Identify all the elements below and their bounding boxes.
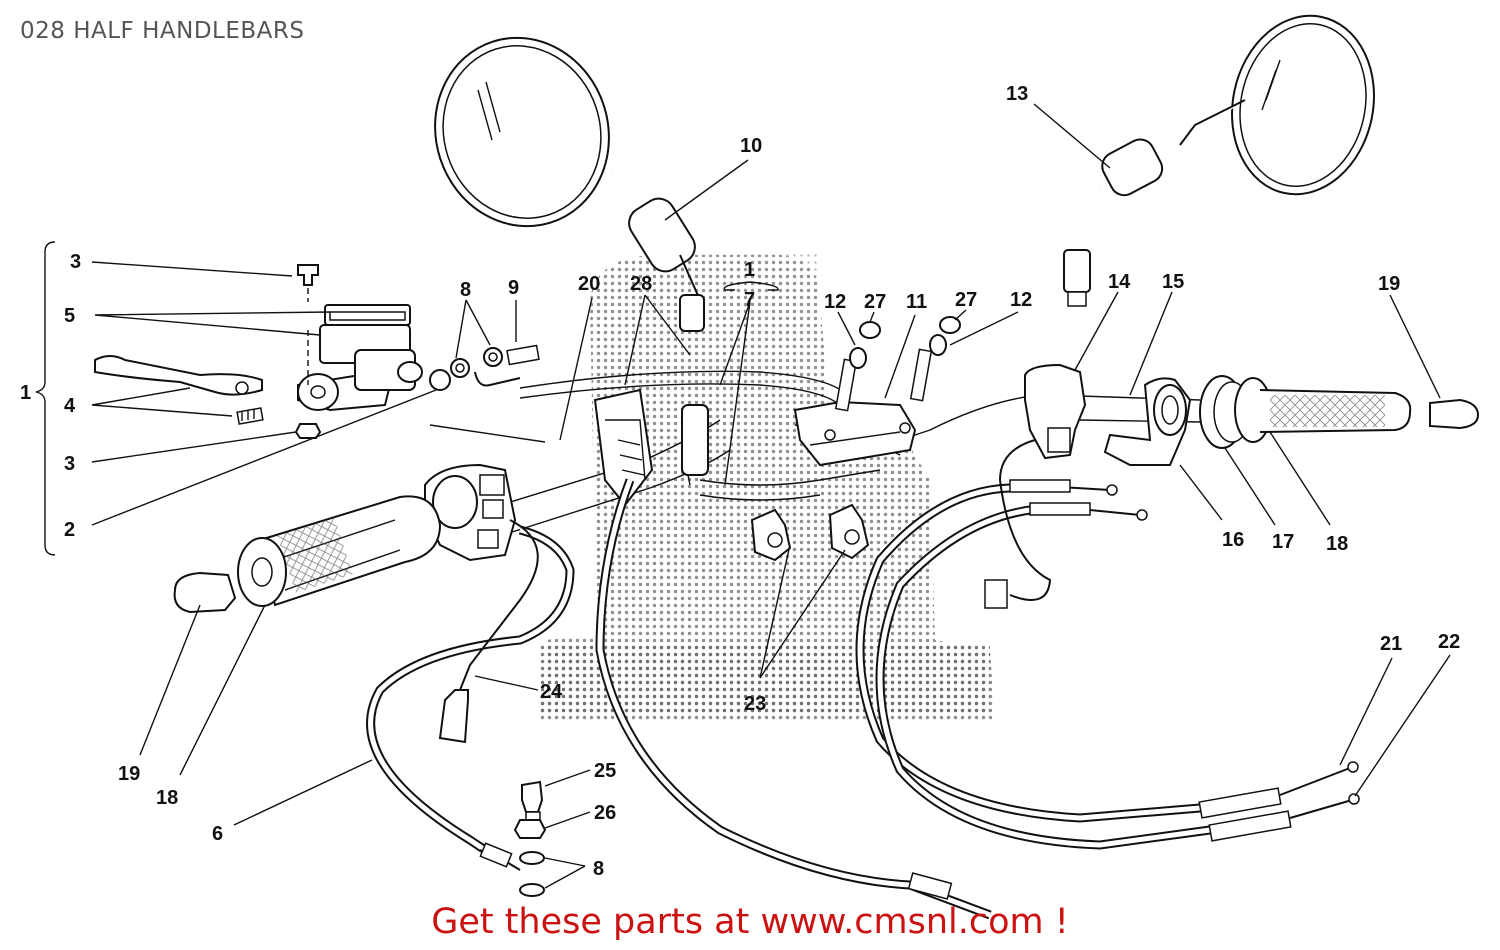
callout-label: 14 — [1108, 271, 1131, 293]
callout-label: 15 — [1162, 271, 1184, 293]
callout-label: 8 — [593, 858, 604, 880]
callout-label: 17 — [1272, 531, 1294, 553]
parts-link-banner[interactable]: Get these parts at www.cmsnl.com ! — [431, 902, 1069, 942]
callout-label: 18 — [156, 787, 178, 809]
cables — [366, 439, 1360, 920]
diagram-title: 028 HALF HANDLEBARS — [20, 18, 305, 44]
callout-label: 19 — [118, 763, 140, 785]
callout-label: 25 — [594, 760, 616, 782]
group-bracket — [35, 241, 56, 556]
callout-label: 1 — [744, 259, 755, 281]
callout-label: 10 — [740, 135, 762, 157]
callout-label: 3 — [64, 453, 75, 475]
callout-label: 21 — [1380, 633, 1402, 655]
callout-label: 23 — [744, 693, 766, 715]
callout-label: 12 — [824, 291, 846, 313]
callout-label: 5 — [64, 305, 75, 327]
callout-label: 4 — [64, 395, 76, 417]
brake-master-cylinder — [94, 264, 540, 439]
leader-lines — [91, 103, 1451, 889]
right-switch-throttle-grip — [1024, 363, 1480, 466]
callout-label: 7 — [744, 289, 755, 311]
callout-label: 22 — [1438, 631, 1460, 653]
callout-label: 8 — [460, 279, 471, 301]
callout-label: 28 — [630, 273, 652, 295]
callout-label: 27 — [955, 289, 977, 311]
callout-label: 13 — [1006, 83, 1028, 105]
left-mirror — [434, 36, 705, 332]
callout-label: 11 — [906, 291, 927, 313]
callout-label: 27 — [864, 291, 886, 313]
center-clamp — [793, 316, 961, 467]
callout-label: 24 — [540, 681, 563, 703]
callout-label: 3 — [70, 251, 81, 273]
left-bar-clamp — [593, 388, 709, 507]
callout-label: 19 — [1378, 273, 1400, 295]
callout-label: 2 — [64, 519, 75, 541]
callout-label: 1 — [20, 382, 31, 404]
callout-label: 26 — [594, 802, 616, 824]
callout-label: 12 — [1010, 289, 1032, 311]
callout-labels: 3 5 4 3 2 1 8 9 20 28 1 7 12 27 11 27 12… — [20, 83, 1460, 880]
callout-label: 6 — [212, 823, 223, 845]
callout-label: 18 — [1326, 533, 1348, 555]
bottom-fittings — [479, 780, 547, 897]
cable-clips — [750, 503, 870, 562]
right-mirror — [1063, 14, 1375, 307]
callout-label: 20 — [578, 273, 600, 295]
callout-label: 16 — [1222, 529, 1244, 551]
callout-label: 9 — [508, 277, 519, 299]
left-switch-and-grip — [173, 463, 517, 614]
